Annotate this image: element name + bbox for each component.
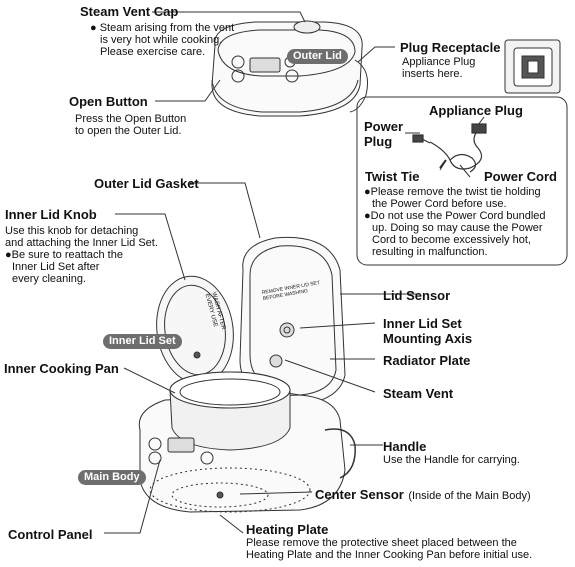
- main-body-tag: Main Body: [78, 470, 146, 485]
- open-button-note-1: Press the Open Button: [75, 113, 187, 125]
- plug-receptacle-label: Plug Receptacle Appliance Plug inserts h…: [400, 40, 500, 80]
- handle-note: Use the Handle for carrying.: [383, 454, 520, 466]
- inner-lid-mounting-axis-label: Inner Lid Set Mounting Axis: [383, 316, 473, 346]
- twist-tie-label: Twist Tie: [365, 169, 420, 184]
- center-sensor-label: Center Sensor (Inside of the Main Body): [315, 486, 531, 504]
- steam-vent-cap-note-2: is very hot while cooking.: [100, 34, 223, 46]
- steam-vent-cap-title: Steam Vent Cap: [80, 4, 179, 19]
- outer-lid-gasket-label: Outer Lid Gasket: [94, 176, 199, 191]
- appliance-plug-label: Appliance Plug: [429, 103, 523, 118]
- heating-plate-label: Heating Plate Please remove the protecti…: [246, 522, 532, 561]
- plug-receptacle-title: Plug Receptacle: [400, 40, 501, 55]
- steam-vent-cap-note-1: ● Steam arising from the vent: [90, 22, 235, 34]
- inner-lid-set-tag: Inner Lid Set: [103, 334, 182, 349]
- heating-plate-note-1: Please remove the protective sheet place…: [246, 537, 517, 549]
- steam-vent-label: Steam Vent: [383, 386, 454, 401]
- power-cord-drawing: [412, 123, 487, 173]
- inner-lid-knob-title: Inner Lid Knob: [5, 207, 97, 222]
- inner-cooking-pan-label: Inner Cooking Pan: [4, 361, 119, 376]
- open-button-label: Open Button Press the Open Button to ope…: [69, 94, 186, 137]
- control-panel-label: Control Panel: [8, 527, 93, 542]
- leader-lines: [104, 11, 485, 534]
- heating-plate-title: Heating Plate: [246, 522, 329, 537]
- radiator-plate-label: Radiator Plate: [383, 353, 471, 368]
- power-plug-label: Power Plug: [364, 119, 404, 149]
- lid-sensor-label: Lid Sensor: [383, 288, 451, 303]
- heating-plate-note-2: Heating Plate and the Inner Cooking Pan …: [246, 549, 533, 561]
- plug-receptacle-note-1: Appliance Plug: [402, 56, 476, 68]
- outer-lid-tag: Outer Lid: [287, 49, 348, 64]
- center-sensor-note: (Inside of the Main Body): [408, 490, 531, 502]
- power-cord-notes: ●Please remove the twist tie holding the…: [364, 186, 546, 258]
- power-cord-label: Power Cord: [484, 169, 557, 184]
- open-button-title: Open Button: [69, 94, 148, 109]
- plug-receptacle-inset: [504, 39, 561, 94]
- inner-lid-knob-label: Inner Lid Knob Use this knob for detachi…: [5, 207, 158, 285]
- closed-cooker-drawing: [211, 20, 369, 117]
- steam-vent-cap-note-3: Please exercise care.: [100, 46, 206, 58]
- steam-vent-cap-label: Steam Vent Cap ● Steam arising from the …: [80, 4, 234, 58]
- center-sensor-title: Center Sensor: [315, 487, 404, 502]
- open-cooker-drawing: [138, 236, 356, 513]
- plug-receptacle-note-2: inserts here.: [402, 68, 463, 80]
- handle-title: Handle: [383, 439, 427, 454]
- handle-label: Handle Use the Handle for carrying.: [383, 439, 520, 466]
- power-cord-callout-box: [356, 96, 568, 266]
- open-button-note-2: to open the Outer Lid.: [75, 125, 182, 137]
